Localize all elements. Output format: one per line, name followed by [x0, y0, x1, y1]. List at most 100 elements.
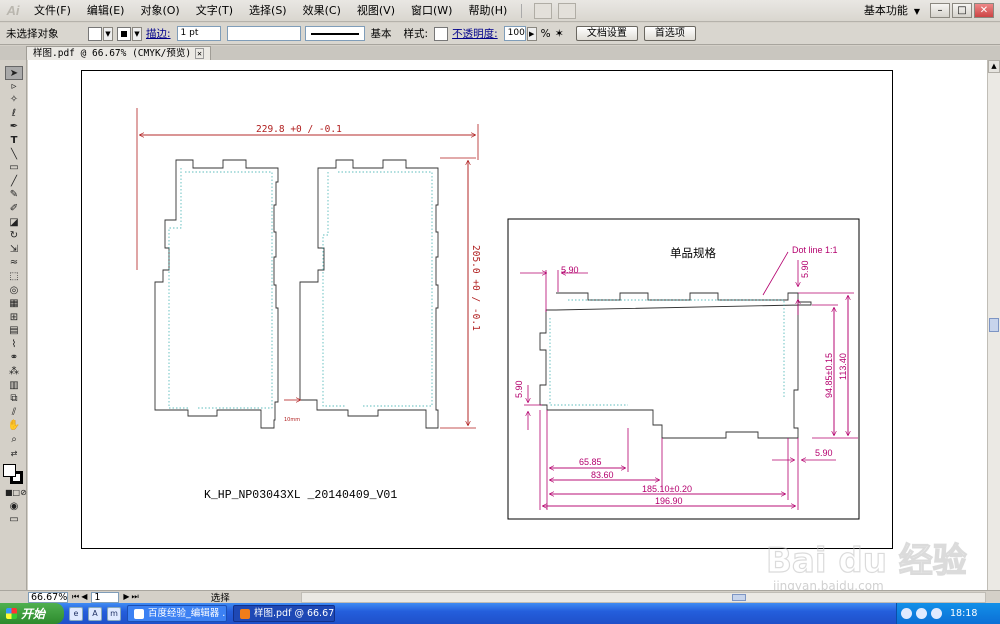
- menu-separator: [521, 3, 523, 18]
- rotate-tool-icon[interactable]: ↻: [9, 230, 19, 242]
- opacity-link[interactable]: 不透明度:: [452, 28, 498, 40]
- start-button[interactable]: 开始: [0, 603, 64, 624]
- perspective-grid-tool-icon[interactable]: ▦: [9, 298, 19, 310]
- fill-color-icon[interactable]: [3, 464, 16, 478]
- artboard-tool-icon[interactable]: ⧉: [10, 393, 18, 405]
- paintbrush-tool-icon[interactable]: ╱: [10, 175, 18, 187]
- menu-object[interactable]: 对象(O): [140, 3, 180, 17]
- taskbar-item-illustrator[interactable]: 样图.pdf @ 66.67...: [233, 605, 335, 622]
- recolor-icon[interactable]: ✶: [554, 27, 564, 40]
- vertical-scroll-thumb[interactable]: [989, 318, 999, 332]
- artboard-number-field[interactable]: 1: [91, 591, 120, 603]
- next-artboard-icon[interactable]: ▶⏭: [123, 592, 141, 601]
- blob-brush-tool-icon[interactable]: ✐: [9, 202, 19, 214]
- close-button[interactable]: ✕: [974, 3, 994, 18]
- eraser-tool-icon[interactable]: ◪: [9, 216, 19, 228]
- eyedropper-tool-icon[interactable]: ⌇: [11, 338, 17, 350]
- horizontal-scroll-thumb[interactable]: [731, 593, 746, 601]
- pen-tool-icon[interactable]: ✒: [9, 121, 19, 133]
- menu-edit[interactable]: 编辑(E): [86, 3, 125, 17]
- free-transform-tool-icon[interactable]: ⬚: [9, 270, 19, 282]
- scroll-up-icon[interactable]: ▲: [988, 60, 1000, 73]
- magic-wand-tool-icon[interactable]: ✧: [9, 94, 19, 106]
- close-tab-icon[interactable]: ✕: [195, 48, 204, 59]
- fill-swatch[interactable]: [88, 26, 102, 41]
- volume-icon[interactable]: [916, 608, 927, 619]
- menu-help[interactable]: 帮助(H): [468, 3, 508, 17]
- gradient-tool-icon[interactable]: ▤: [9, 325, 19, 337]
- stroke-dropdown[interactable]: ▼: [132, 26, 142, 41]
- menu-select[interactable]: 选择(S): [249, 3, 287, 17]
- document-tab[interactable]: 样图.pdf @ 66.67% (CMYK/预览)✕: [26, 46, 211, 60]
- variable-width-profile[interactable]: [226, 26, 301, 41]
- zoom-tool-icon[interactable]: ⌕: [11, 434, 17, 446]
- menu-file[interactable]: 文件(F): [34, 3, 71, 17]
- lasso-tool-icon[interactable]: ℓ: [11, 107, 17, 119]
- scale-tool-icon[interactable]: ⇲: [9, 243, 19, 255]
- mesh-tool-icon[interactable]: ⊞: [9, 311, 19, 323]
- menu-window[interactable]: 窗口(W): [410, 3, 453, 17]
- dim-top-right: 5.90: [800, 260, 810, 278]
- slice-tool-icon[interactable]: ⫽: [11, 406, 17, 418]
- direct-selection-tool-icon[interactable]: ▹: [11, 80, 17, 92]
- menu-view[interactable]: 视图(V): [356, 3, 395, 17]
- zoom-field[interactable]: 66.67%: [28, 591, 68, 603]
- quicklaunch-browser-icon[interactable]: e: [69, 606, 83, 621]
- shape-builder-tool-icon[interactable]: ◎: [9, 284, 19, 296]
- warp-tool-icon[interactable]: ≈: [9, 257, 19, 269]
- fill-dropdown[interactable]: ▼: [103, 26, 113, 41]
- stroke-weight-field[interactable]: 1 pt: [176, 26, 221, 41]
- workspace-switcher[interactable]: 基本功能▼: [864, 0, 920, 22]
- taskbar-item-editor[interactable]: 百度经验_编辑器 ...: [127, 605, 227, 622]
- spec-box: [507, 218, 860, 520]
- quicklaunch-media-icon[interactable]: m: [107, 606, 121, 621]
- ime-icon[interactable]: [901, 608, 912, 619]
- brush-definition[interactable]: [304, 26, 365, 41]
- workspace-label: 基本功能: [863, 4, 908, 17]
- opacity-unit: %: [540, 27, 551, 40]
- menu-type[interactable]: 文字(T): [195, 3, 234, 17]
- fill-stroke-selector[interactable]: [3, 464, 25, 486]
- dot-line-leader: [762, 251, 789, 296]
- clock[interactable]: 18:18: [950, 608, 978, 619]
- line-tool-icon[interactable]: ╲: [10, 148, 18, 160]
- rectangle-tool-icon[interactable]: ▭: [9, 162, 19, 174]
- minimize-button[interactable]: –: [930, 3, 950, 18]
- selection-tool-icon[interactable]: ➤: [5, 66, 23, 80]
- document-setup-button[interactable]: 文档设置: [575, 26, 638, 41]
- watermark-url: jingyan.baidu.com: [772, 579, 884, 590]
- opacity-field[interactable]: 100: [503, 26, 526, 41]
- small-dim-label: 10mm: [284, 417, 300, 423]
- quicklaunch-word-icon[interactable]: A: [88, 606, 102, 621]
- graph-tool-icon[interactable]: ▥: [9, 379, 19, 391]
- window-controls: – □ ✕: [930, 3, 994, 18]
- preferences-button[interactable]: 首选项: [643, 26, 696, 41]
- menu-effect[interactable]: 效果(C): [302, 3, 341, 17]
- symbol-sprayer-tool-icon[interactable]: ⁂: [9, 366, 19, 378]
- status-text[interactable]: 选择: [210, 593, 230, 604]
- color-mode-icon[interactable]: ■□⊘: [5, 488, 27, 498]
- network-icon[interactable]: [931, 608, 942, 619]
- vertical-scrollbar[interactable]: ▲: [987, 60, 1000, 590]
- hand-tool-icon[interactable]: ✋: [7, 420, 21, 432]
- swap-colors-icon[interactable]: ⇄: [10, 448, 18, 458]
- opacity-dropdown[interactable]: ▶: [526, 26, 537, 41]
- blend-tool-icon[interactable]: ⚭: [9, 352, 19, 364]
- pencil-tool-icon[interactable]: ✎: [9, 189, 19, 201]
- canvas-area[interactable]: 229.8 +0 / -0.1 10mm 20: [28, 60, 987, 590]
- system-tray: 18:18: [896, 603, 1000, 624]
- graphic-style-swatch[interactable]: [434, 26, 449, 41]
- stroke-swatch[interactable]: [117, 26, 131, 41]
- maximize-button[interactable]: □: [952, 3, 972, 18]
- arrange-documents-button[interactable]: [558, 2, 577, 19]
- type-tool-icon[interactable]: T: [10, 134, 18, 146]
- drawing-mode-icon[interactable]: ◉: [9, 500, 19, 512]
- technical-drawing: 229.8 +0 / -0.1 10mm 20: [136, 108, 967, 590]
- first-artboard-icon[interactable]: ⏮◀: [72, 592, 90, 601]
- screen-mode-icon[interactable]: ▭: [9, 514, 19, 526]
- horizontal-scrollbar[interactable]: [300, 591, 986, 603]
- selection-status: 未选择对象: [6, 28, 59, 40]
- bridge-button[interactable]: [534, 2, 553, 19]
- status-bar: 66.67% ⏮◀ 1 ▶⏭ 选择: [0, 590, 1000, 604]
- stroke-panel-link[interactable]: 描边:: [146, 28, 171, 40]
